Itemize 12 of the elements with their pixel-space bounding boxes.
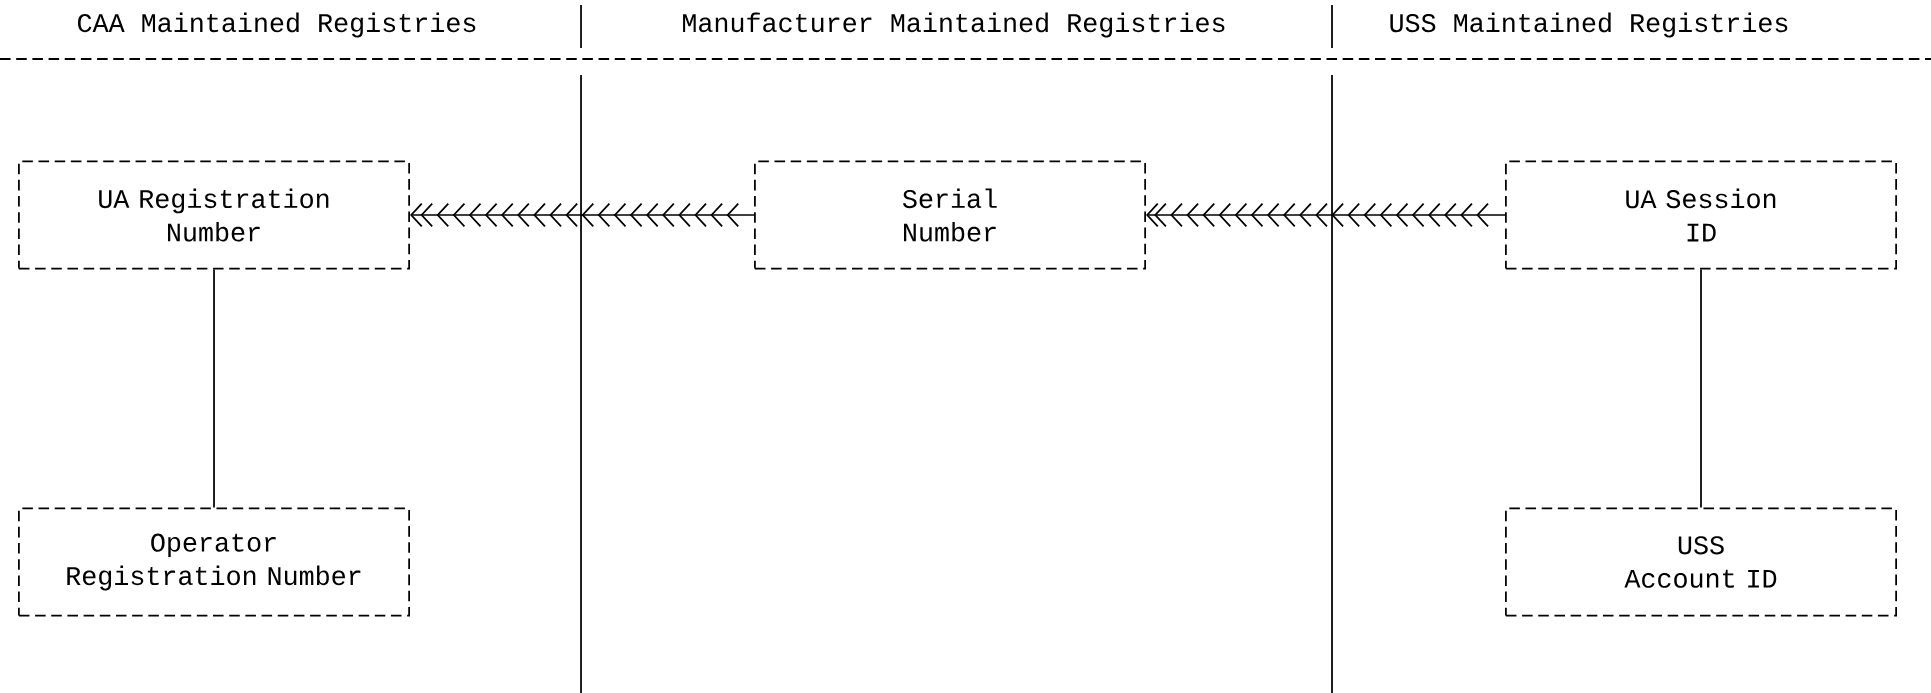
connector-line: [213, 268, 215, 509]
registry-box: UA Session ID: [1505, 160, 1897, 270]
column-heading: USS Maintained Registries: [1390, 12, 1788, 38]
registry-box: Operator Registration Number: [18, 507, 410, 617]
registry-box: Serial Number: [754, 160, 1146, 270]
connector-line: [1700, 268, 1702, 509]
chevron-arrow: [1146, 202, 1506, 228]
column-heading: CAA Maintained Registries: [78, 12, 476, 38]
registry-box: USS Account ID: [1505, 507, 1897, 617]
registry-box: UA Registration Number: [18, 160, 410, 270]
column-heading: Manufacturer Maintained Registries: [683, 12, 1225, 38]
chevron-arrow: [410, 202, 755, 228]
